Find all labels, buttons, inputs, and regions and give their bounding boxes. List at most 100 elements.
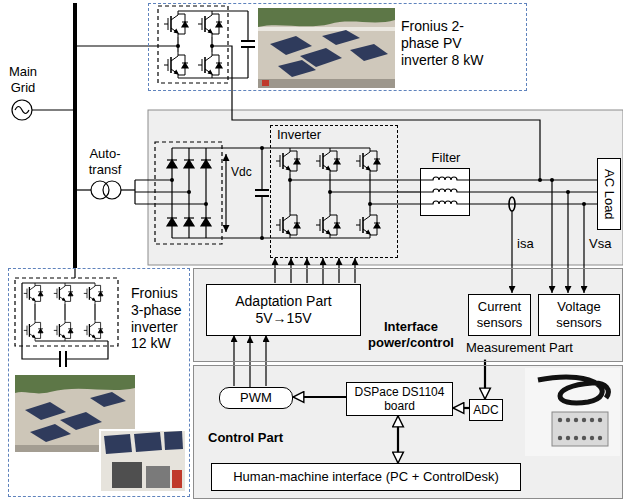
inverter-photo <box>164 431 183 450</box>
rooftop-photo <box>25 402 66 420</box>
data-flow-arrow <box>293 396 346 398</box>
rectifier-bridge <box>201 218 211 226</box>
dc-link <box>225 154 226 232</box>
pv-inverter-group: Fronius 3-phase inverter 12 kW <box>8 268 190 497</box>
three-phase-bridge <box>35 340 108 341</box>
three-phase-bridge <box>84 320 103 341</box>
sensor-taps <box>509 197 515 211</box>
main-grid-source <box>15 107 29 114</box>
rooftop-photo <box>258 79 395 88</box>
inverter-legs <box>356 148 380 174</box>
pv-h-bridge <box>198 52 222 78</box>
dc-link <box>172 237 370 238</box>
phase-wires <box>290 177 597 180</box>
inverter-legs <box>276 212 300 238</box>
grid-bus <box>73 3 77 268</box>
gate-signal-wires <box>290 258 291 283</box>
three-phase-bridge <box>22 282 95 283</box>
inverter-photo <box>112 462 142 488</box>
sensor-taps <box>511 211 512 293</box>
interface-panel: Interface power/controlAdaptation Part5V… <box>193 268 623 362</box>
main-grid-source <box>32 109 75 110</box>
rooftop-photo <box>258 8 395 88</box>
measurement-group: Measurement PartCurrent sensorsVoltage s… <box>463 291 623 360</box>
auto-transformer <box>135 179 172 180</box>
phase-wires <box>75 45 178 46</box>
box-label: Fronius 3-phase inverter 12 kW <box>131 285 189 352</box>
pv-h-bridge <box>178 10 248 11</box>
rectifier-bridge <box>184 160 194 168</box>
main-grid-source <box>12 100 32 120</box>
three-phase-bridge <box>22 283 60 359</box>
gate-signal-wires <box>233 335 234 386</box>
sensor-taps <box>509 180 584 293</box>
dspace-cable-photo <box>558 418 562 422</box>
panel-grounds <box>148 110 623 499</box>
phase-wires <box>420 189 470 192</box>
rooftop-photo <box>322 30 360 45</box>
rectifier-bridge <box>167 160 177 168</box>
rooftop-photo <box>270 36 312 55</box>
voltage-label: Vdc <box>231 165 259 179</box>
three-phase-bridge <box>15 278 118 346</box>
phase-wire <box>470 191 597 192</box>
inverter-legs <box>276 148 380 238</box>
inverter-photo <box>100 430 186 492</box>
gate-signal-wires <box>354 258 355 283</box>
data-flow-arrow <box>397 416 399 463</box>
box-label: Fronius 2-phase PV inverter 8 kW <box>401 18 496 68</box>
inverter-group: Inverter <box>270 125 398 258</box>
rooftop-photo <box>258 8 395 88</box>
three-phase-bridge <box>64 304 65 320</box>
dspace-cable-photo <box>566 436 570 440</box>
pv-h-bridge <box>247 11 248 41</box>
three-phase-bridge <box>94 304 95 320</box>
three-phase-bridge <box>15 268 118 367</box>
control-panel: Control PartPWMDSPace DS1104 boardADCHum… <box>193 365 623 499</box>
inverter-legs <box>316 212 340 238</box>
auto-transformer <box>121 189 135 190</box>
auto-transformer <box>135 191 189 192</box>
box-label: Measurement Part <box>466 340 586 356</box>
rectifier-bridge <box>155 142 222 244</box>
dspace-cable-photo <box>598 436 602 440</box>
dspace-cable-photo <box>582 436 586 440</box>
panel-grounds <box>193 365 623 499</box>
process-box: DSPace DS1104 board <box>346 382 453 416</box>
dc-link <box>172 148 370 238</box>
phase-wires <box>370 201 597 204</box>
dspace-cable-photo <box>552 412 608 446</box>
pv-h-bridge <box>164 11 188 37</box>
three-phase-bridge <box>59 351 61 367</box>
signal-name: Vsa <box>589 236 619 252</box>
dc-link <box>255 189 269 191</box>
gate-signal-arrow <box>322 258 323 284</box>
gate-signal-wires <box>274 258 275 283</box>
process-box: PWM <box>219 387 293 409</box>
signal-name: isa <box>517 236 541 252</box>
rooftop-photo <box>258 27 395 31</box>
dspace-cable-photo <box>574 418 578 422</box>
transformer-label: Auto-transf <box>80 146 130 177</box>
inverter-photo <box>172 470 182 488</box>
dc-link <box>261 148 262 190</box>
sensor-taps <box>567 192 568 293</box>
pv-h-bridge <box>241 40 255 42</box>
dspace-cable-photo <box>558 418 602 440</box>
dspace-cable-photo <box>538 377 608 403</box>
pv-h-bridge <box>158 6 255 83</box>
dspace-cable-photo <box>525 368 620 456</box>
rooftop-photo <box>60 412 102 430</box>
data-flow-arrow <box>453 407 469 409</box>
pv-h-bridge <box>211 37 212 52</box>
dspace-cable-photo <box>525 368 620 456</box>
box-label: DSPace DS1104 board <box>351 385 448 414</box>
inverter-photo <box>104 431 183 454</box>
dspace-cable-photo <box>590 418 594 422</box>
box-label: PWM <box>240 390 272 406</box>
sensor-taps <box>551 180 552 293</box>
panel-grounds <box>193 268 623 362</box>
pv-h-bridge <box>198 11 222 37</box>
auto-transformer <box>75 189 91 190</box>
